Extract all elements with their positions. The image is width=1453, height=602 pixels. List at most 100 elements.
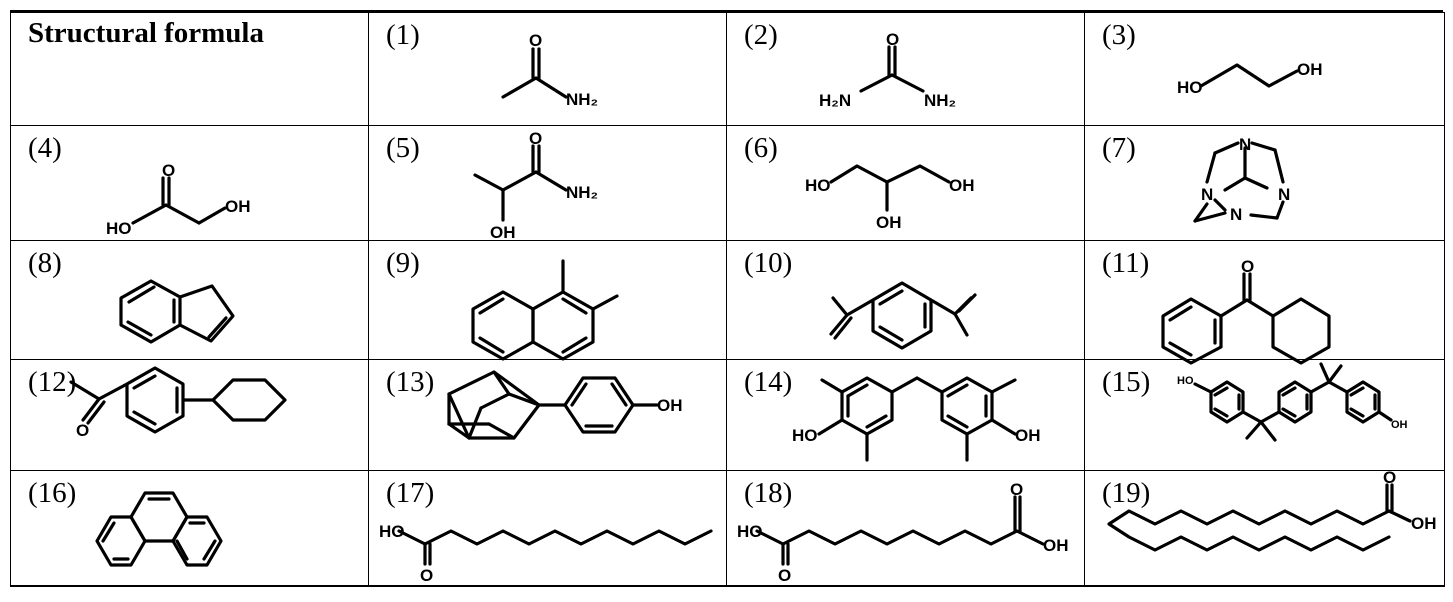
atom-label: O: [1383, 468, 1396, 487]
atom-label: HO: [805, 176, 831, 195]
atom-label: O: [529, 129, 542, 148]
compound-cell-9: (9): [368, 240, 727, 361]
compound-label: (4): [28, 132, 62, 164]
atom-label: N: [1230, 205, 1242, 224]
atom-label: N: [1201, 185, 1213, 204]
compound-label: (11): [1102, 247, 1150, 279]
compound-cell-7: (7) N N N N: [1084, 125, 1445, 241]
compound-cell-3: (3) HO OH: [1084, 12, 1445, 126]
atom-label: H₂N: [819, 91, 851, 110]
compound-label: (5): [386, 132, 420, 164]
structure-2: O H₂N NH₂: [819, 30, 956, 110]
atom-label: OH: [1411, 514, 1437, 533]
atom-label: O: [420, 566, 433, 585]
atom-label: NH₂: [924, 91, 956, 110]
compound-cell-10: (10): [726, 240, 1085, 360]
compound-label: (18): [744, 477, 793, 509]
structure-18: HO O O OH: [737, 480, 1069, 585]
compound-label: (12): [28, 366, 77, 398]
table-row: Structural formula (1) O NH₂ (2) O: [10, 12, 1445, 126]
structure-13: OH: [447, 370, 683, 440]
compound-label: (10): [744, 247, 793, 279]
compound-cell-18: (18) HO O O OH: [726, 470, 1085, 587]
atom-label: O: [886, 30, 899, 49]
atom-label: OH: [876, 213, 902, 232]
structure-12: O: [69, 366, 287, 440]
structure-5: O NH₂ OH: [473, 129, 598, 242]
atom-label: OH: [949, 176, 975, 195]
structure-8: [119, 279, 235, 344]
structure-6: HO OH OH: [805, 164, 975, 232]
compound-cell-15: (15): [1084, 359, 1445, 471]
compound-label: (8): [28, 247, 62, 279]
atom-label: HO: [737, 522, 763, 541]
compound-cell-16: (16): [10, 470, 369, 587]
compound-label: (2): [744, 19, 778, 51]
column-header: Structural formula: [28, 17, 264, 49]
compound-label: (13): [386, 366, 435, 398]
compound-label: (16): [28, 477, 77, 509]
atom-label: OH: [1297, 60, 1323, 79]
compound-cell-1: (1) O NH₂: [368, 12, 727, 126]
atom-label: HO: [1177, 78, 1203, 97]
atom-label: N: [1278, 185, 1290, 204]
compound-cell-5: (5) O NH₂ OH: [368, 125, 727, 242]
atom-label: O: [76, 421, 89, 440]
compound-cell-6: (6) HO OH OH: [726, 125, 1085, 241]
compound-cell-14: (14) HO OH: [726, 359, 1085, 471]
compound-cell-11: (11) O: [1084, 240, 1445, 365]
atom-label: O: [529, 31, 542, 50]
structure-19: O OH: [1107, 468, 1437, 552]
table-row: (16) (17) HO O: [10, 468, 1445, 587]
atom-label: NH₂: [566, 183, 598, 202]
compound-label: (9): [386, 247, 420, 279]
structure-14: HO OH: [792, 376, 1041, 462]
atom-label: N: [1239, 135, 1251, 154]
atom-label: OH: [1043, 536, 1069, 555]
compound-cell-4: (4) O HO OH: [10, 125, 369, 241]
atom-label: O: [162, 161, 175, 180]
atom-label: HO: [106, 219, 132, 238]
structure-15: HO OH: [1177, 362, 1408, 442]
table-top-rule: [10, 10, 1443, 13]
compound-label: (14): [744, 366, 793, 398]
atom-label: OH: [657, 396, 683, 415]
atom-label: OH: [225, 197, 251, 216]
compound-label: (7): [1102, 132, 1136, 164]
atom-label: OH: [1015, 426, 1041, 445]
atom-label: O: [1010, 480, 1023, 499]
structure-16: [95, 491, 223, 567]
table-row: (12) O (13): [10, 359, 1445, 471]
compound-cell-13: (13) OH: [368, 359, 727, 471]
structure-4: O HO OH: [106, 161, 251, 238]
compound-label: (6): [744, 132, 778, 164]
structure-1: O NH₂: [501, 31, 598, 109]
header-cell: Structural formula: [10, 12, 369, 126]
atom-label: OH: [490, 223, 516, 242]
structure-11: O: [1161, 257, 1331, 365]
table-row: (8) (9): [10, 240, 1445, 365]
compound-label: (1): [386, 19, 420, 51]
compound-label: (19): [1102, 477, 1151, 509]
atom-label: O: [778, 566, 791, 585]
table-row: (4) O HO OH (5) O: [10, 125, 1445, 242]
structural-formula-table: Structural formula (1) O NH₂ (2) O: [10, 12, 1445, 587]
compound-cell-2: (2) O H₂N NH₂: [726, 12, 1085, 126]
atom-label: HO: [792, 426, 818, 445]
atom-label: OH: [1391, 419, 1408, 431]
compound-label: (17): [386, 477, 435, 509]
atom-label: HO: [379, 522, 405, 541]
structure-9: [471, 259, 619, 361]
compound-cell-19: (19) O OH: [1084, 468, 1445, 587]
structure-10: [829, 281, 977, 350]
structure-3: HO OH: [1177, 60, 1323, 97]
compound-label: (3): [1102, 19, 1136, 51]
compound-cell-17: (17) HO O: [368, 470, 727, 587]
atom-label: HO: [1177, 375, 1194, 387]
compound-label: (15): [1102, 366, 1151, 398]
atom-label: NH₂: [566, 90, 598, 109]
compound-cell-12: (12) O: [10, 359, 369, 471]
compound-cell-8: (8): [10, 240, 369, 360]
structure-7: N N N N: [1193, 135, 1290, 224]
structure-17: HO O: [379, 522, 713, 585]
